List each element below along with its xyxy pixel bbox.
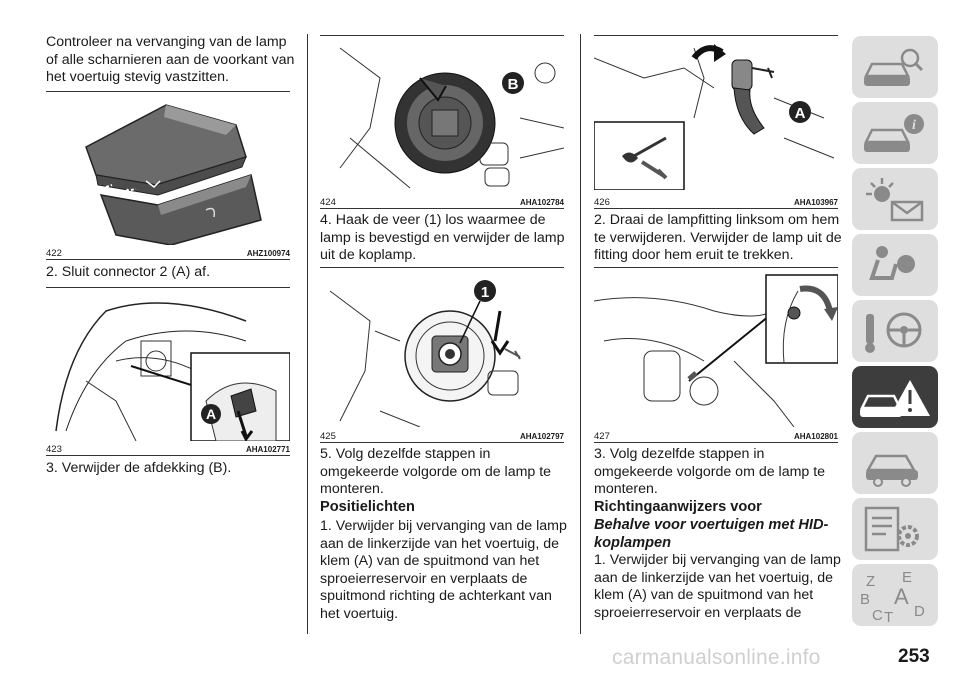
- car-info-icon: [863, 48, 924, 86]
- index-letter-d: D: [914, 603, 925, 620]
- step-4-text: 4. Haak de veer (1) los waarmee de lamp …: [320, 212, 565, 264]
- tab-settings-doc[interactable]: [852, 498, 938, 560]
- step-2-text: 2. Draai de lampfitting linksom om hem t…: [594, 212, 842, 264]
- settings-doc-icon: [864, 506, 919, 552]
- figure-424-caption: 424 AHA102784: [320, 197, 564, 208]
- figure-427-caption: 427 AHA102801: [594, 431, 838, 442]
- divider: [46, 287, 290, 288]
- figure-code: AHA102801: [793, 432, 838, 441]
- dashboard-lights-icon: [866, 178, 924, 222]
- figure-number: 427: [594, 431, 610, 442]
- figure-number: 425: [320, 431, 336, 442]
- divider: [46, 455, 290, 456]
- figure-422-caption: 422 AHZ100974: [46, 248, 290, 259]
- tab-key-steering[interactable]: [852, 300, 938, 362]
- figure-425-image: 1: [320, 271, 564, 427]
- figure-number: 424: [320, 197, 336, 208]
- figure-number: 423: [46, 444, 62, 455]
- divider: [594, 442, 838, 443]
- step-1-text: 1. Verwijder bij vervanging van de lamp …: [594, 552, 841, 621]
- label-1: 1: [481, 284, 489, 301]
- column-divider: [580, 34, 581, 634]
- step-5-text: 5. Volg dezelfde stappen in omgekeerde v…: [320, 446, 552, 498]
- airbag-icon: [869, 246, 915, 280]
- divider: [46, 259, 290, 260]
- watermark: carmanualsonline.info: [612, 646, 821, 669]
- divider: [46, 91, 290, 92]
- figure-427-image: [594, 271, 838, 427]
- key-steering-icon: [865, 312, 922, 353]
- figure-426-caption: 426 AHA103967: [594, 197, 838, 208]
- figure-code: AHA102771: [245, 445, 290, 454]
- index-letter-a: A: [894, 584, 909, 609]
- index-letter-t: T: [884, 609, 893, 626]
- section-heading: Richtingaanwijzers voor: [594, 499, 762, 515]
- index-letter-b: B: [860, 591, 870, 608]
- figure-423-image: A: [46, 291, 290, 441]
- figure-424-image: B: [320, 38, 564, 190]
- divider: [594, 208, 838, 209]
- step-2-text: 2. Sluit connector 2 (A) af.: [46, 264, 211, 280]
- divider: [594, 267, 838, 268]
- tab-warning-car[interactable]: [852, 366, 938, 428]
- divider: [320, 208, 564, 209]
- car-side-icon: [865, 454, 918, 487]
- figure-code: AHA102797: [519, 432, 564, 441]
- figure-number: 426: [594, 197, 610, 208]
- index-letter-z: Z: [866, 573, 875, 590]
- section-heading: Positielichten: [320, 499, 415, 515]
- label-a: A: [206, 406, 216, 422]
- figure-426-image: A: [594, 38, 838, 190]
- column-divider: [307, 34, 308, 634]
- tab-airbag[interactable]: [852, 234, 938, 296]
- page-number: 253: [898, 646, 930, 667]
- label-b: B: [508, 76, 519, 93]
- divider: [594, 35, 838, 36]
- tab-car-i[interactable]: i: [852, 102, 938, 164]
- figure-code: AHA103967: [793, 198, 838, 207]
- tab-car-info[interactable]: [852, 36, 938, 98]
- divider: [320, 267, 564, 268]
- step-3-text: 3. Verwijder de afdekking (B).: [46, 460, 232, 476]
- figure-code: AHZ100974: [246, 249, 290, 258]
- index-letter-e: E: [902, 569, 912, 586]
- step-3-text: 3. Volg dezelfde stappen in omgekeerde v…: [594, 446, 826, 498]
- figure-422-image: [46, 95, 290, 245]
- figure-code: AHA102784: [519, 198, 564, 207]
- figure-423-caption: 423 AHA102771: [46, 444, 290, 455]
- step-1-text: 1. Verwijder bij vervanging van de lamp …: [320, 518, 567, 622]
- figure-number: 422: [46, 248, 62, 259]
- tab-alphabet-index[interactable]: Z E B A C T D: [852, 564, 938, 626]
- section-subheading: Behalve voor voertuigen met HID-koplampe…: [594, 517, 829, 551]
- divider: [320, 442, 564, 443]
- car-i-icon: i: [863, 114, 924, 152]
- divider: [320, 35, 564, 36]
- alphabet-index-icon: Z E B A C T D: [860, 569, 925, 626]
- svg-text:i: i: [912, 118, 916, 133]
- index-letter-c: C: [872, 607, 883, 624]
- tab-car-side[interactable]: [852, 432, 938, 494]
- label-a: A: [795, 105, 806, 122]
- warning-car-icon: [859, 380, 930, 417]
- figure-425-caption: 425 AHA102797: [320, 431, 564, 442]
- tab-dashboard-lights[interactable]: [852, 168, 938, 230]
- intro-text: Controleer na vervanging van de lamp of …: [46, 34, 295, 86]
